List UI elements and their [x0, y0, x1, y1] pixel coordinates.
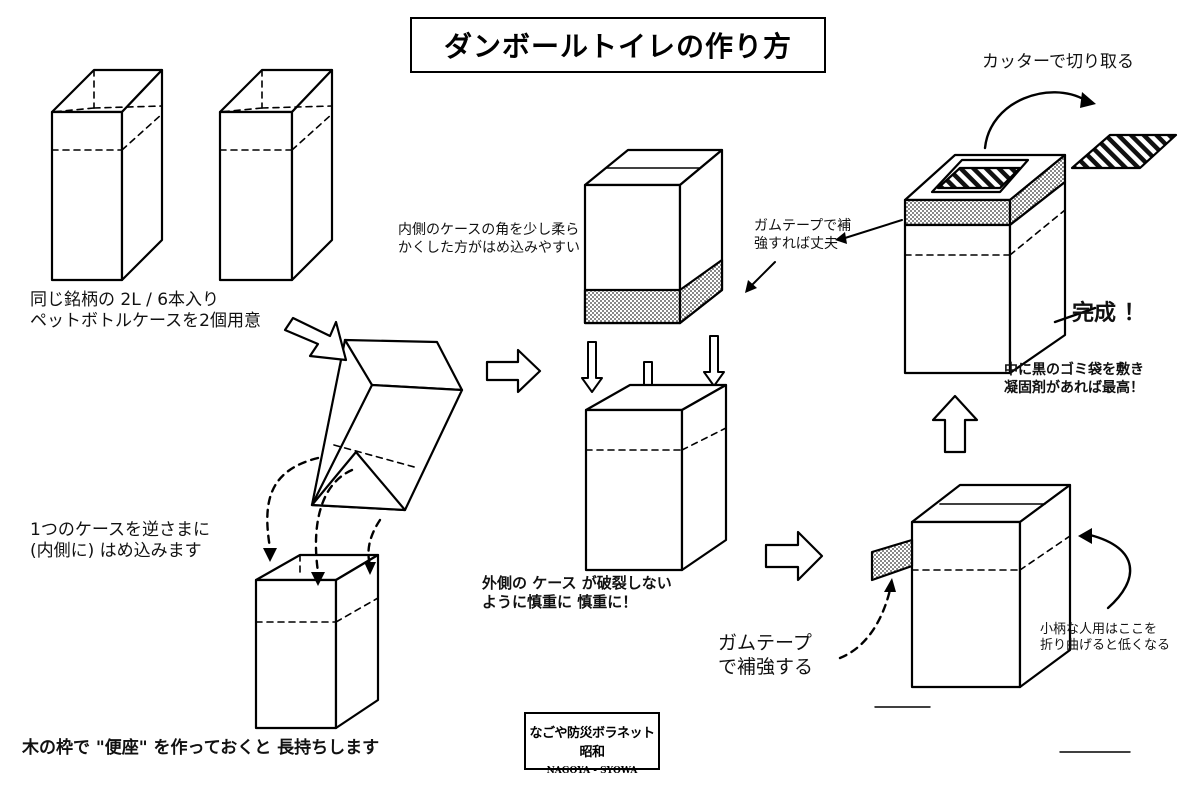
- title-box: ダンボールトイレの作り方: [410, 17, 826, 73]
- completed-toilet: [903, 153, 1067, 375]
- note-tape-strong: ガムテープで補 強すれば丈夫: [754, 218, 852, 252]
- note-prepare: 同じ銘柄の 2L / 6本入り ペットボトルケースを2個用意: [30, 290, 261, 332]
- page-title: ダンボールトイレの作り方: [443, 30, 792, 63]
- taped-case: [870, 483, 1072, 689]
- open-case: [254, 553, 380, 730]
- note-seat: 木の枠で "便座" を作っておくと 長持ちします: [22, 738, 380, 758]
- note-bag: 中に黒のゴミ袋を敷き 凝固剤があれば最高！: [1004, 362, 1144, 396]
- note-invert: 1つのケースを逆さまに (内側に) はめ込みます: [30, 520, 210, 562]
- credit-romaji: NAGOYA - SYOWA: [546, 766, 638, 776]
- credit-stamp: なごや防災ボラネット昭和 NAGOYA - SYOWA: [524, 712, 660, 776]
- note-complete: 完成 ！: [1072, 301, 1146, 326]
- credit-name: なごや防災ボラネット昭和: [529, 726, 655, 760]
- inner-case: [583, 148, 724, 325]
- note-soften: 内側のケースの角を少し柔ら かくした方がはめ込みやすい: [398, 222, 580, 256]
- inverted-case: [310, 338, 464, 512]
- note-cut: カッターで切り取る: [982, 52, 1134, 72]
- outer-case: [584, 383, 728, 572]
- note-careful: 外側の ケース が破裂しない ように慎重に 慎重に！: [482, 574, 672, 611]
- note-tape-reinforce: ガムテープ で補強する: [718, 632, 814, 678]
- note-small-person: 小柄な人用はここを 折り曲げると低くなる: [1040, 622, 1171, 654]
- case-box-1: [50, 68, 164, 282]
- case-box-2: [218, 68, 334, 282]
